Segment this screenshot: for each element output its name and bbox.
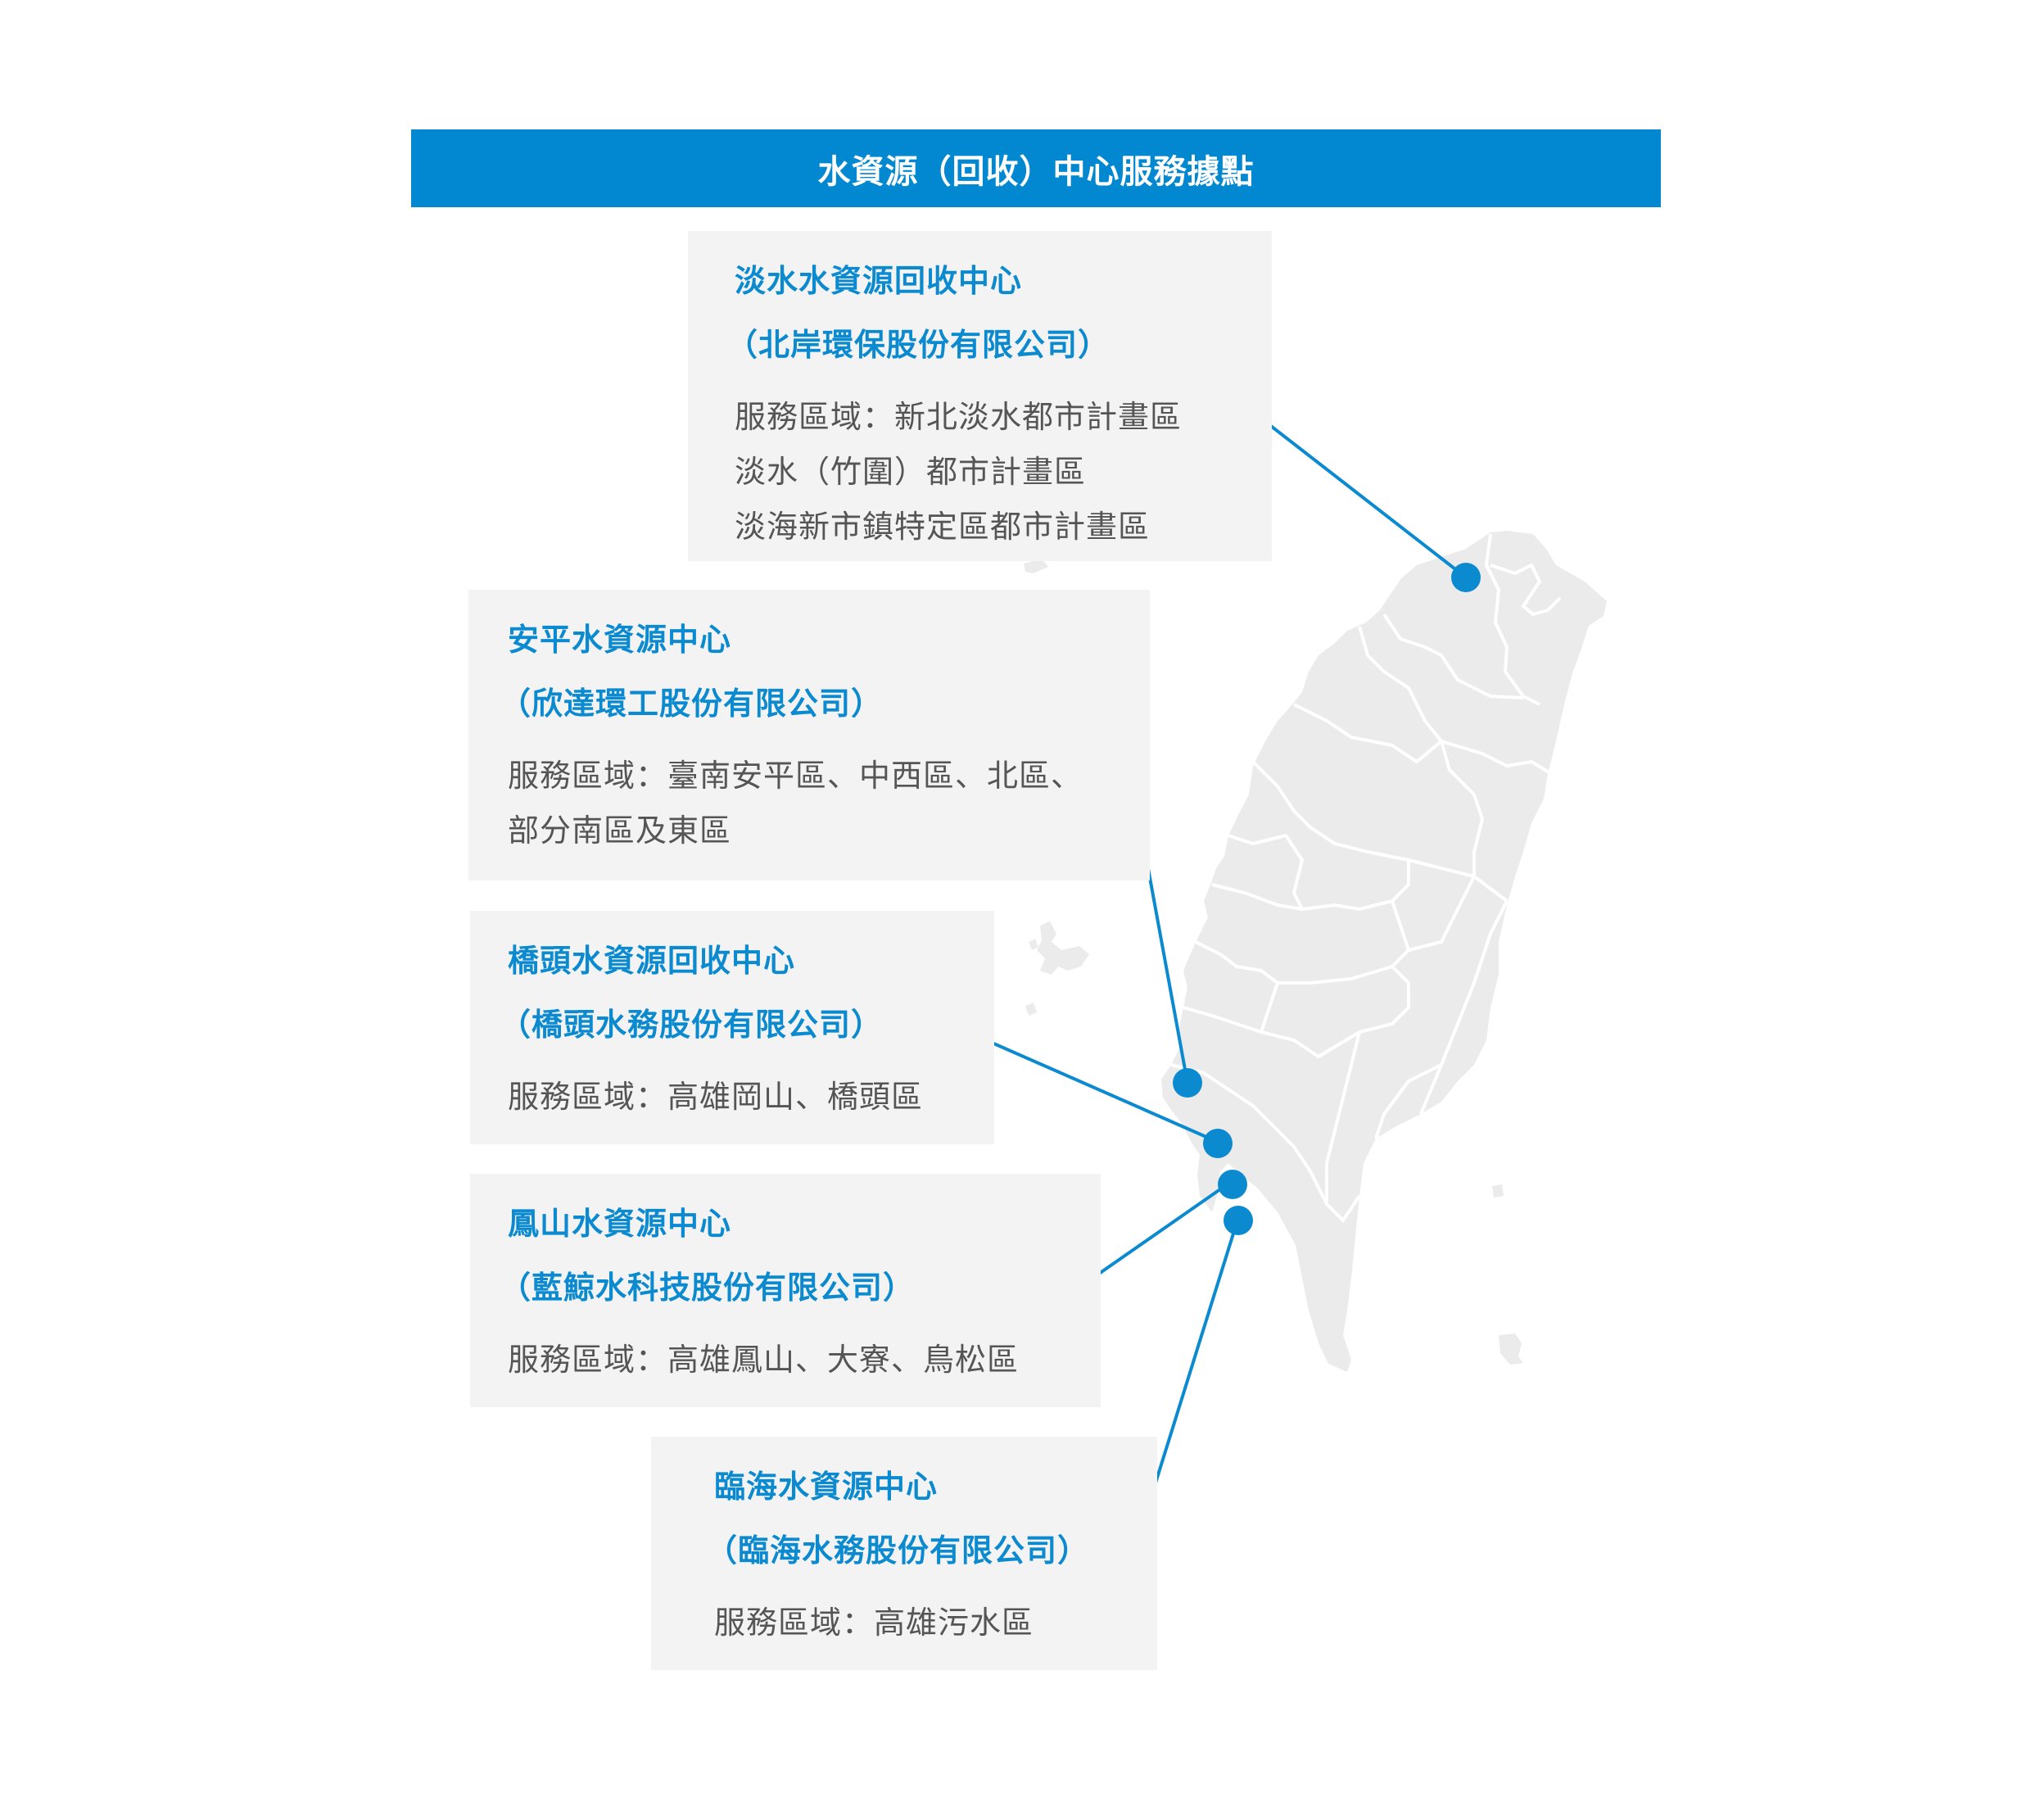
service-line: 服務區域：臺南安平區、中西區、北區、 — [508, 758, 1083, 794]
orchid-island — [1499, 1333, 1523, 1365]
center-company: （橋頭水務股份有限公司） — [500, 1007, 884, 1043]
card-anping: 安平水資源中心 （欣達環工股份有限公司） 服務區域：臺南安平區、中西區、北區、 … — [468, 590, 1150, 881]
center-name: 淡水水資源回收中心 — [735, 263, 1023, 299]
service-area: 服務區域：高雄鳳山、大寮、鳥松區 — [508, 1333, 1101, 1388]
service-area: 服務區域：高雄污水區 — [714, 1596, 1157, 1650]
service-line: 服務區域：高雄污水區 — [714, 1605, 1034, 1641]
service-line: 部分南區及東區 — [508, 813, 732, 849]
center-company: （臨海水務股份有限公司） — [706, 1533, 1090, 1569]
center-name: 橋頭水資源回收中心 — [508, 943, 796, 979]
connector-qiaotou — [963, 1029, 1215, 1142]
card-tamsui: 淡水水資源回收中心 （北岸環保股份有限公司） 服務區域：新北淡水都市計畫區 淡水… — [688, 231, 1272, 561]
card-fengshan: 鳳山水資源中心 （藍鯨水科技股份有限公司） 服務區域：高雄鳳山、大寮、鳥松區 — [470, 1174, 1101, 1407]
location-markers — [1173, 563, 1481, 1235]
center-name: 臨海水資源中心 — [714, 1469, 939, 1505]
marker-fengshan — [1218, 1170, 1247, 1199]
marker-anping — [1173, 1068, 1202, 1098]
service-area: 服務區域：高雄岡山、橋頭區 — [508, 1070, 994, 1125]
service-line: 淡海新市鎮特定區都市計畫區 — [735, 509, 1151, 545]
marker-linhai — [1224, 1206, 1253, 1235]
islet — [1029, 939, 1038, 950]
marker-qiaotou — [1203, 1129, 1233, 1158]
service-area: 服務區域：新北淡水都市計畫區 淡水（竹圍）都市計畫區 淡海新市鎮特定區都市計畫區 — [735, 390, 1272, 555]
connector-tamsui — [1248, 408, 1468, 579]
penghu-islands — [1037, 921, 1089, 975]
islet — [1024, 559, 1048, 573]
service-line: 淡水（竹圍）都市計畫區 — [735, 454, 1087, 490]
marker-tamsui — [1451, 563, 1481, 592]
card-qiaotou: 橋頭水資源回收中心 （橋頭水務股份有限公司） 服務區域：高雄岡山、橋頭區 — [470, 911, 994, 1144]
county-borders — [1170, 533, 1562, 1224]
center-name: 鳳山水資源中心 — [508, 1206, 732, 1242]
center-company: （欣達環工股份有限公司） — [500, 686, 884, 722]
center-company: （藍鯨水科技股份有限公司） — [500, 1270, 916, 1306]
green-island — [1492, 1184, 1504, 1197]
taiwan-island — [1161, 531, 1607, 1372]
service-line: 服務區域：高雄鳳山、大寮、鳥松區 — [508, 1342, 1020, 1378]
islet — [1025, 1003, 1037, 1016]
center-company: （北岸環保股份有限公司） — [726, 327, 1110, 363]
service-line: 服務區域：新北淡水都市計畫區 — [735, 399, 1183, 435]
card-linhai: 臨海水資源中心 （臨海水務股份有限公司） 服務區域：高雄污水區 — [651, 1437, 1157, 1670]
title-banner: 水資源（回收）中心服務據點 — [411, 129, 1661, 207]
service-line: 服務區域：高雄岡山、橋頭區 — [508, 1079, 924, 1115]
center-name: 安平水資源中心 — [508, 622, 732, 658]
service-area: 服務區域：臺南安平區、中西區、北區、 部分南區及東區 — [508, 749, 1150, 858]
islet — [1474, 677, 1482, 685]
